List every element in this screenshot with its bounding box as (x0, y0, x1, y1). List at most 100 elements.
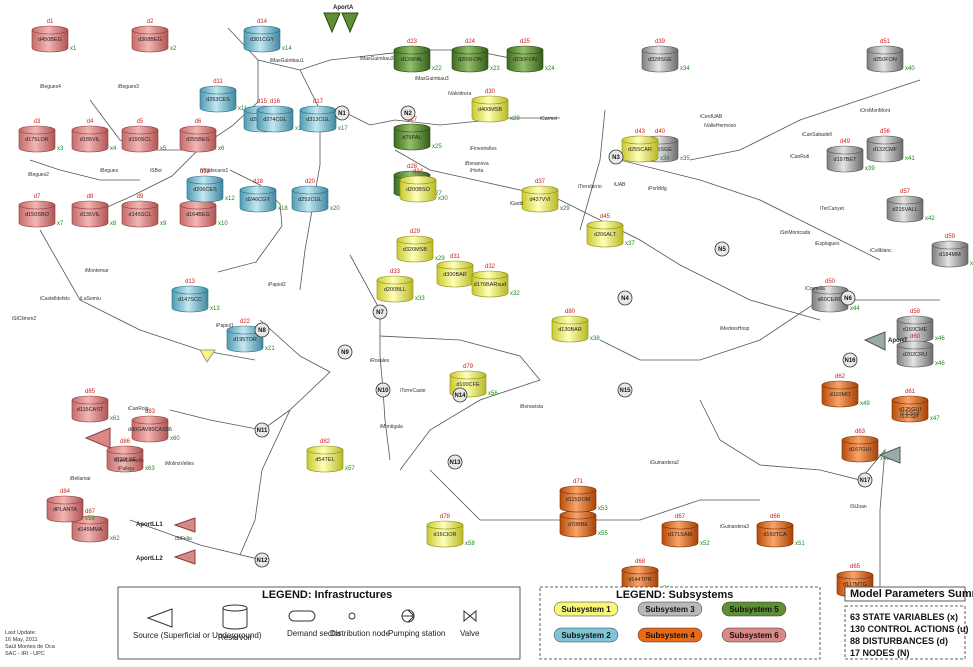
reservoir-body (121, 129, 159, 153)
demand-label: iFinestrelles (470, 146, 497, 152)
node-label: N1 (338, 111, 346, 117)
legend-subsystem-3: Subsystem 3 (637, 601, 703, 617)
node-n17: N17 (857, 472, 873, 488)
demand-label: iMedresHosp (720, 326, 750, 332)
reservoir-top (393, 45, 431, 55)
reservoir-top (866, 45, 904, 55)
reservoir-body (521, 189, 559, 213)
node-label: N7 (376, 310, 384, 316)
node-label: N11 (257, 428, 268, 434)
disturbance-label: d6 (195, 119, 202, 125)
demand-label: iGuinardera3 (720, 524, 749, 530)
reservoir-body (121, 204, 159, 228)
legend-reservoir-icon (222, 604, 248, 630)
disturbance-label: d43 (635, 129, 646, 135)
reservoir-label: d300BAR (443, 272, 467, 278)
reservoir-top (896, 315, 934, 325)
disturbance-label: d30 (485, 89, 496, 95)
node-n1: N1 (334, 105, 350, 121)
summary-state-vars: 63 STATE VARIABLES (x) (850, 612, 958, 622)
reservoir-label: d400MSB (478, 107, 502, 113)
disturbance-label: d80 (565, 309, 576, 315)
reservoir-label: d175LOR (25, 137, 49, 143)
demand-label: iPapiol2 (268, 282, 286, 288)
reservoir-body (46, 499, 84, 523)
reservoir-label: d164BEG (186, 212, 210, 218)
reservoir-label: d313CGL (306, 117, 330, 123)
legend-subsystem-swatch (721, 627, 787, 643)
node-n2: N2 (400, 105, 416, 121)
reservoir-body (291, 189, 329, 213)
reservoir-label: d437VVI (529, 197, 551, 203)
demand-label: iPalleja (118, 466, 134, 472)
reservoir-label: d144TPR (628, 577, 651, 583)
reservoir-label: d145MMA (77, 527, 102, 533)
node-circle (337, 344, 353, 360)
reservoir-body (471, 99, 509, 123)
reservoir-label: d255BEG (186, 137, 210, 143)
demand-label: iCanCervello (115, 458, 144, 464)
node-circle (254, 422, 270, 438)
disturbance-label: d34 (413, 169, 424, 175)
state-label: x12 (225, 196, 235, 202)
state-label: x62 (110, 536, 120, 542)
reservoir-top (131, 415, 169, 425)
reservoir-label: d197BET (834, 157, 858, 163)
legend-node-icon (348, 612, 356, 620)
disturbance-label: d60 (910, 334, 921, 340)
legend-infra-title: LEGEND: Infrastructures (262, 589, 392, 601)
state-label: x27 (432, 191, 442, 197)
node-circle (857, 472, 873, 488)
reservoir-body (551, 319, 589, 343)
state-label: x41 (905, 156, 915, 162)
reservoir-body (826, 149, 864, 173)
disturbance-label: d12 (200, 169, 211, 175)
demand-label: iSJDSpf (900, 414, 919, 420)
reservoir-label: d132CMF (873, 147, 898, 153)
disturbance-label: d49 (840, 139, 851, 145)
state-label: x46 (935, 336, 945, 342)
demand-label: iMolinsVelles (165, 461, 194, 467)
disturbance-label: d37 (535, 179, 546, 185)
disturbance-label: d28 (407, 164, 418, 170)
reservoir-label: d70BBE (568, 522, 589, 528)
reservoir-top (931, 240, 969, 250)
reservoir-label: d171SAM (668, 532, 693, 538)
node-n14: N14 (452, 387, 468, 403)
disturbance-label: d8 (87, 194, 94, 200)
reservoir-label: dPLANTA (53, 507, 77, 513)
reservoir-top (436, 260, 474, 270)
disturbance-label: d1 (47, 19, 54, 25)
reservoirs-layer: d450BEGd1x1d368BEGd2x2d175LORd3x3d185VIL… (18, 19, 973, 598)
reservoir-body (661, 524, 699, 548)
state-label: x34 (680, 66, 690, 72)
reservoir-label: d60CERD (818, 297, 843, 303)
legend-node-text: Distribution node (330, 629, 391, 638)
state-label: x37 (625, 241, 635, 247)
aport-a-label: AportA (333, 5, 354, 11)
node-circle (842, 352, 858, 368)
disturbance-label: d16 (270, 99, 281, 105)
demand-label: iBegues4 (40, 84, 61, 90)
node-label: N12 (256, 558, 268, 564)
reservoir-body (243, 29, 281, 53)
reservoir-top (756, 520, 794, 530)
disturbance-label: d2 (147, 19, 154, 25)
node-n9: N9 (337, 344, 353, 360)
reservoir-label: d130BAR (558, 327, 582, 333)
legend-subsystem-label: Subsystem 1 (561, 605, 611, 614)
reservoir-label: d147SCC (178, 297, 202, 303)
reservoir-label: d16CIOR (434, 532, 457, 538)
reservoir-body (821, 384, 859, 408)
reservoir-body (559, 489, 597, 513)
footer-line-1: Last Update: (5, 630, 37, 636)
